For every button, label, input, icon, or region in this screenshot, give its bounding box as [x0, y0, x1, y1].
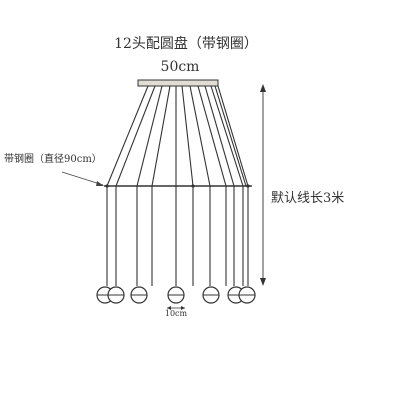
cable-length-dimension	[260, 84, 266, 286]
globe-lamp	[167, 286, 185, 304]
upper-cables	[106, 85, 249, 187]
globe-lamp	[202, 286, 220, 304]
globe-lamp	[238, 286, 256, 304]
lower-cables	[106, 186, 249, 286]
diagram-title: 12头配圆盘（带钢圈）	[114, 35, 258, 52]
lamp-width-dimension	[167, 306, 185, 310]
ring-label: 带钢圈（直径90cm）	[4, 152, 102, 165]
lamp-width-label: 10cm	[165, 309, 188, 318]
ceiling-disc	[137, 79, 219, 87]
ring-callout-arrow	[61, 171, 104, 186]
globe-lamp	[130, 286, 148, 304]
globe-lamp	[107, 286, 125, 304]
pendant-globes	[96, 286, 256, 304]
top-width-label: 50cm	[161, 59, 200, 75]
cable-length-label: 默认线长3米	[271, 190, 344, 206]
